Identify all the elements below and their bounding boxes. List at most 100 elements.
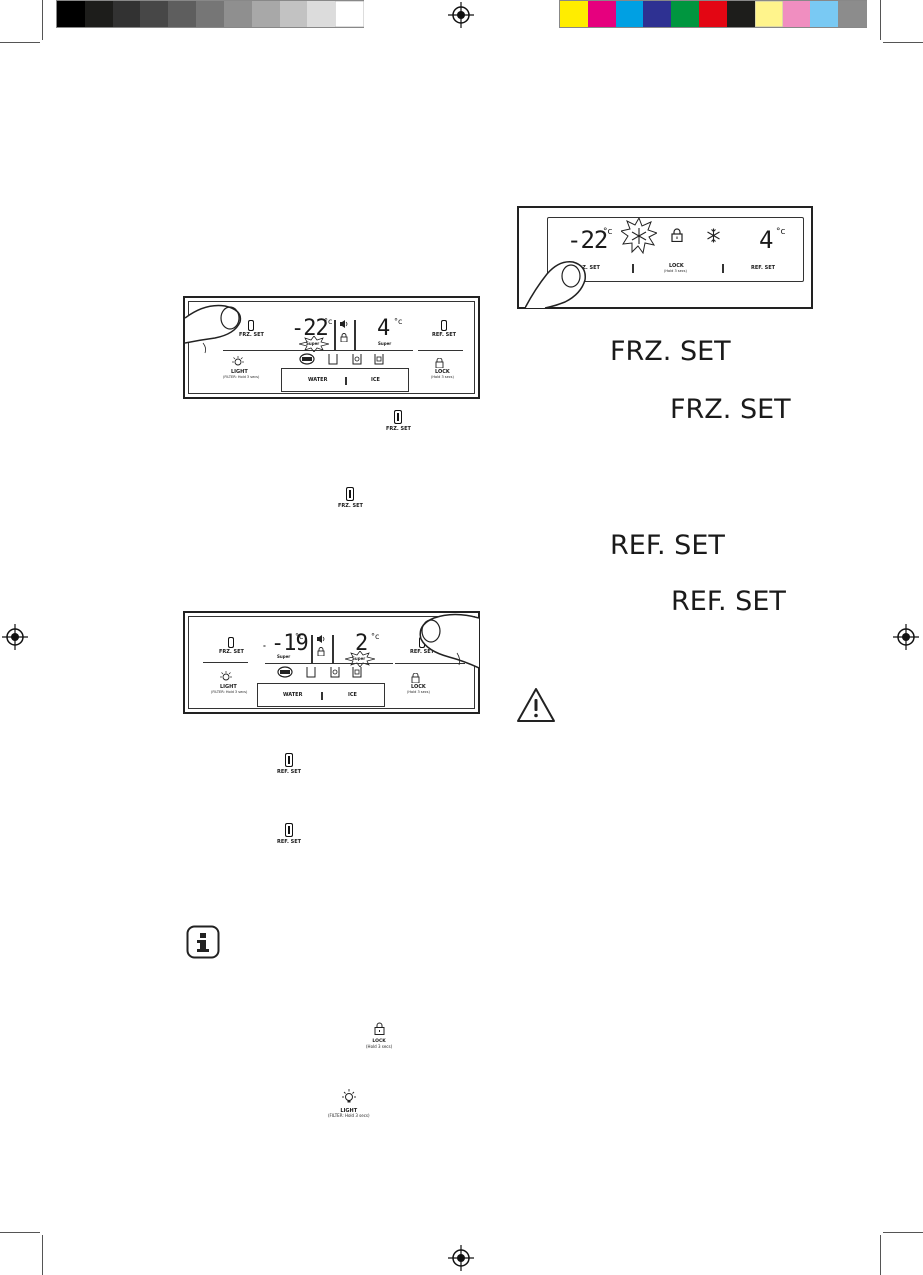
ref-set-inline-label: REF. SET <box>277 839 302 845</box>
ref-set-inline-icon: REF. SET <box>277 823 301 845</box>
lock-sub-label: (Hold 3 secs) <box>664 269 687 273</box>
fridge-temperature-display: 4 <box>759 226 773 254</box>
degree-unit: °c <box>324 317 333 326</box>
super-freeze-burst-icon <box>299 336 329 352</box>
ref-set-button: REF. SET <box>432 320 456 338</box>
lock-small-icon <box>340 333 348 342</box>
frz-set-label: FRZ. SET <box>575 265 600 271</box>
lock-sub-label: (Hold 3 secs) <box>407 690 430 694</box>
process-swatch <box>560 1 589 27</box>
process-swatch <box>643 1 672 27</box>
degree-unit: °c <box>394 317 403 326</box>
info-icon <box>186 925 220 959</box>
lock-icon <box>374 1022 385 1035</box>
lock-sub-label: (Hold 3 secs) <box>431 375 454 379</box>
process-color-bar <box>559 0 867 28</box>
registration-mark-icon <box>448 2 474 28</box>
control-panel-figure-3: -22 °c 4 °c FRZ. SET LOCK (Hold 3 secs) … <box>517 206 813 309</box>
lock-small-icon <box>317 647 325 656</box>
sound-icon <box>340 320 348 328</box>
process-swatch <box>838 1 867 27</box>
lock-icon <box>435 358 444 368</box>
process-swatch <box>671 1 700 27</box>
gray-swatch <box>140 1 169 27</box>
ice-label: ICE <box>371 377 380 383</box>
fridge-super-label: Super <box>352 656 366 661</box>
warning-icon <box>517 688 555 722</box>
freezer-super-label: Super <box>306 341 320 346</box>
light-bulb-icon <box>232 356 244 366</box>
registration-mark-icon <box>2 624 28 650</box>
snowflake-icon <box>707 228 720 243</box>
registration-mark-icon <box>893 624 919 650</box>
finger-press-icon <box>525 261 586 308</box>
light-label: LIGHT <box>231 369 248 375</box>
dispenser-icons <box>299 353 384 365</box>
light-label: LIGHT <box>220 684 237 690</box>
gray-swatch <box>307 1 336 27</box>
frz-set-text: FRZ. SET <box>610 336 731 367</box>
finger-press-icon <box>419 613 479 669</box>
crop-mark <box>880 0 881 40</box>
lock-inline-label: LOCK <box>372 1039 386 1044</box>
ref-set-text: REF. SET <box>610 530 725 561</box>
gray-swatch <box>168 1 197 27</box>
crop-mark <box>42 1235 43 1275</box>
light-sub-label: (FILTER: Hold 3 secs) <box>211 690 248 694</box>
process-swatch <box>699 1 728 27</box>
sound-icon <box>317 635 325 643</box>
super-cool-burst-icon <box>345 651 375 667</box>
light-inline-sub-label: (FILTER: Hold 3 secs) <box>328 1113 370 1118</box>
control-panel-figure-1: FRZ. SET -22 °c Super 4 °c Super REF. SE… <box>183 296 480 399</box>
minus-sign: - <box>263 642 266 650</box>
ref-set-label: REF. SET <box>432 332 457 338</box>
crop-mark <box>880 1235 881 1275</box>
process-swatch <box>754 1 784 27</box>
lock-icon <box>411 673 420 683</box>
water-label: WATER <box>283 692 303 698</box>
gray-swatch <box>112 1 142 27</box>
water-label: WATER <box>308 377 328 383</box>
degree-unit: °c <box>776 227 786 237</box>
frz-set-inline-icon: FRZ. SET <box>386 410 411 432</box>
process-swatch <box>587 1 617 27</box>
process-swatch <box>810 1 839 27</box>
frz-set-inline-label: FRZ. SET <box>386 426 411 432</box>
degree-unit: °c <box>603 227 613 237</box>
frz-set-button: FRZ. SET <box>239 320 264 338</box>
dispenser-icons <box>277 666 362 678</box>
light-inline-icon: LIGHT (FILTER: Hold 3 secs) <box>328 1088 370 1118</box>
degree-unit: °c <box>371 632 380 641</box>
finger-press-icon <box>185 304 242 354</box>
light-inline-label: LIGHT <box>340 1108 358 1114</box>
process-swatch <box>615 1 645 27</box>
gray-swatch <box>196 1 225 27</box>
light-bulb-icon <box>341 1089 356 1103</box>
lock-inline-sub-label: (Hold 3 secs) <box>366 1043 393 1049</box>
light-bulb-icon <box>220 671 232 681</box>
fridge-temperature-display: 4 <box>377 316 390 341</box>
registration-mark-icon <box>448 1245 474 1271</box>
freezer-temperature-display: -22 <box>291 316 329 341</box>
gray-swatch <box>57 1 86 27</box>
light-sub-label: (FILTER: Hold 3 secs) <box>223 375 260 379</box>
control-panel-figure-2: FRZ. SET - -19 °c Super 2 °c Super REF. … <box>183 611 480 714</box>
freezer-super-label: Super <box>277 654 291 659</box>
gray-swatch <box>84 1 114 27</box>
lock-label: LOCK <box>411 684 426 690</box>
frz-set-label: FRZ. SET <box>239 332 264 338</box>
ice-label: ICE <box>348 692 357 698</box>
frz-set-label: FRZ. SET <box>219 649 244 655</box>
fridge-temperature-display: 2 <box>355 631 368 656</box>
ref-set-text: REF. SET <box>671 586 786 617</box>
crop-mark <box>0 1232 40 1233</box>
fridge-super-label: Super <box>378 341 392 346</box>
freezer-temperature-display: -19 <box>271 631 309 656</box>
crop-mark <box>883 1232 923 1233</box>
gray-swatch <box>251 1 281 27</box>
frz-set-text: FRZ. SET <box>670 394 791 425</box>
process-swatch <box>726 1 756 27</box>
frz-set-inline-label: FRZ. SET <box>338 503 363 509</box>
grayscale-color-bar <box>56 0 364 28</box>
frz-set-inline-icon: FRZ. SET <box>338 487 363 509</box>
